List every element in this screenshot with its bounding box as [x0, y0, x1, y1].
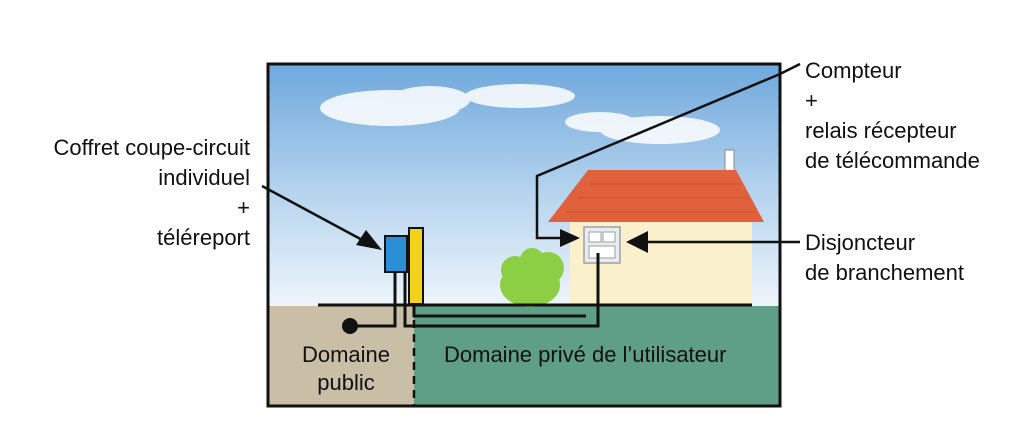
disjoncteur-line-2: de branchement	[805, 260, 964, 285]
compteur-panel	[583, 226, 621, 264]
coffret-box	[384, 235, 408, 273]
compteur-line-2: +	[805, 88, 818, 113]
compteur-line-1: Compteur	[805, 58, 902, 83]
chimney	[724, 149, 735, 173]
coffret-line-3: +	[237, 195, 250, 220]
public-network-node	[342, 318, 358, 334]
house	[548, 149, 764, 306]
compteur-line-4: de télécommande	[805, 148, 980, 173]
coffret-line-1: Coffret coupe-circuit	[53, 135, 250, 160]
compteur-arrowhead	[560, 229, 580, 247]
public-ground	[268, 306, 414, 406]
domaine-public-line-1: Domaine	[301, 342, 391, 367]
compteur-line-3: relais récepteur	[805, 118, 957, 143]
coffret-label: Coffret coupe-circuit individuel + télér…	[10, 133, 250, 253]
domaine-public-line-2: public	[317, 370, 375, 395]
disjoncteur-label: Disjoncteur de branchement	[805, 228, 964, 288]
coffret-line-2: individuel	[158, 165, 250, 190]
domaine-prive-label: Domaine privé de l’utilisateur	[444, 342, 727, 367]
disjoncteur-arrowhead	[626, 231, 648, 253]
compteur-label: Compteur + relais récepteur de télécomma…	[805, 56, 980, 176]
disjoncteur-line-1: Disjoncteur	[805, 230, 916, 255]
coffret-line-4: téléreport	[157, 225, 250, 250]
arrows	[261, 62, 801, 253]
coffret-arrowhead	[356, 230, 382, 250]
diagram-frame	[266, 62, 782, 408]
teleport-box	[408, 227, 424, 305]
clouds	[320, 84, 720, 144]
bush	[500, 248, 564, 307]
domaine-public-label: Domaine public	[282, 341, 410, 397]
roof	[548, 170, 764, 222]
